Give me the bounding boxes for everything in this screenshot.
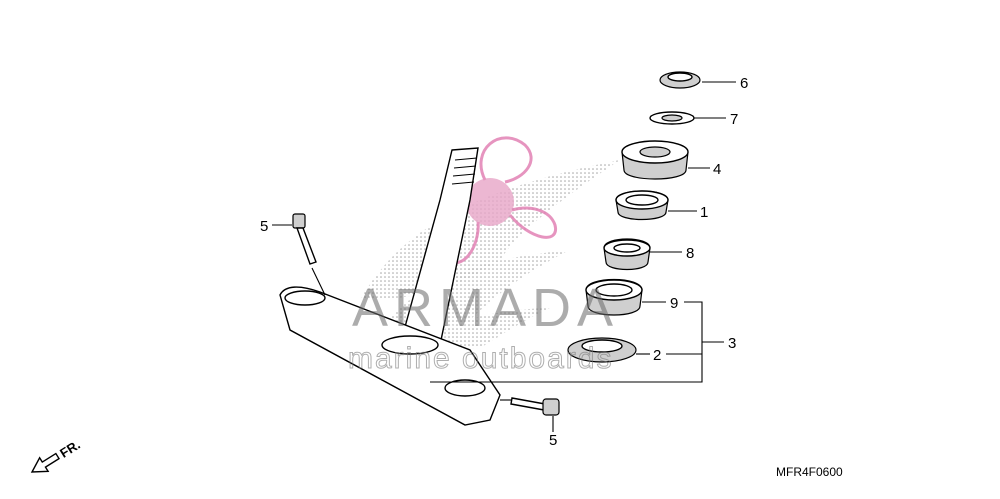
part-4-adjust-nut xyxy=(621,140,689,180)
part-8-bearing xyxy=(603,238,651,271)
watermark-brand: ARMADA xyxy=(352,278,619,338)
bolt-upper xyxy=(292,213,326,296)
part-2-lower-race xyxy=(567,337,637,363)
front-direction-arrow: FR. xyxy=(30,437,83,473)
bolt-lower xyxy=(500,397,560,416)
callout-2: 2 xyxy=(653,347,661,364)
diagram-code: MFR4F0600 xyxy=(776,465,843,479)
part-6-locknut xyxy=(659,71,701,89)
part-9-race xyxy=(585,278,643,316)
callout-9: 9 xyxy=(670,295,678,312)
watermark-tagline: marine outboards xyxy=(348,342,613,375)
callout-3: 3 xyxy=(728,335,736,352)
callout-1: 1 xyxy=(700,204,708,221)
callout-6: 6 xyxy=(740,75,748,92)
steering-stem-assembly xyxy=(279,147,501,426)
part-7-lock-washer xyxy=(649,111,695,125)
callout-5-upper: 5 xyxy=(260,218,268,235)
callout-8: 8 xyxy=(686,245,694,262)
part-1-dust-seal xyxy=(615,190,669,221)
callout-5-lower: 5 xyxy=(549,432,557,449)
front-label: FR. xyxy=(57,437,83,461)
callout-7: 7 xyxy=(730,111,738,128)
callout-4: 4 xyxy=(713,161,721,178)
leader-lines xyxy=(272,81,736,432)
